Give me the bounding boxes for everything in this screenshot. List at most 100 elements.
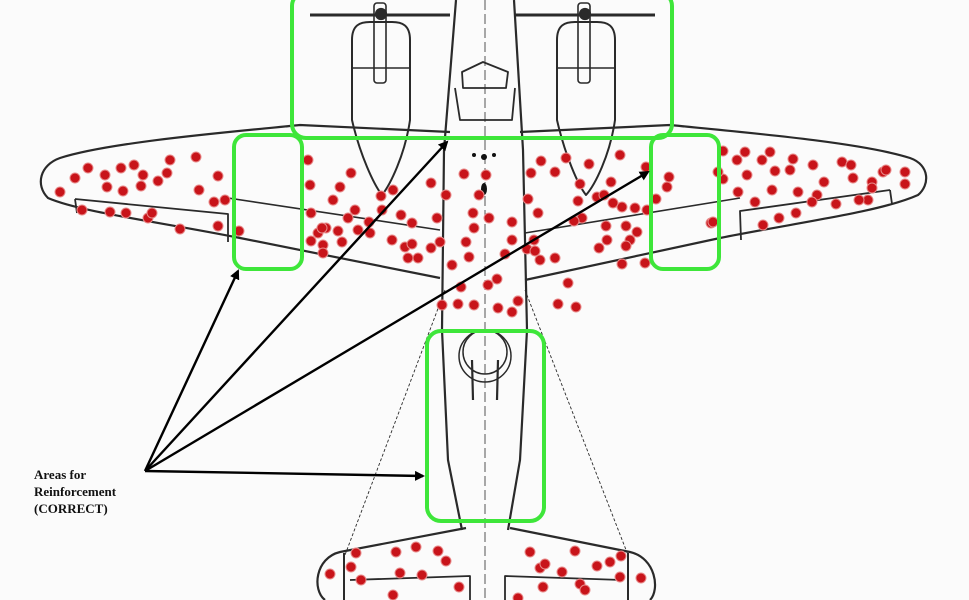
bullet-hole	[506, 306, 518, 318]
bullet-hole	[579, 584, 591, 596]
bullet-hole	[152, 175, 164, 187]
highlight-box-engines-and-cockpit	[290, 0, 674, 140]
bullet-hole	[386, 234, 398, 246]
bullet-hole	[425, 242, 437, 254]
bullet-hole	[836, 156, 848, 168]
bullet-hole	[463, 251, 475, 263]
bullet-hole	[345, 561, 357, 573]
right-flap	[739, 189, 893, 241]
bullet-hole	[556, 566, 568, 578]
bullet-hole	[731, 154, 743, 166]
bullet-hole	[436, 299, 448, 311]
bullet-hole	[749, 196, 761, 208]
bullet-hole	[899, 178, 911, 190]
bullet-hole	[562, 277, 574, 289]
bullet-hole	[512, 592, 524, 600]
bullet-hole	[574, 178, 586, 190]
bullet-hole	[440, 189, 452, 201]
cockpit	[454, 61, 516, 121]
bullet-hole	[104, 206, 116, 218]
bullet-hole	[440, 555, 452, 567]
bullet-hole	[82, 162, 94, 174]
bullet-hole	[402, 252, 414, 264]
bullet-hole	[406, 217, 418, 229]
bullet-holes	[54, 145, 911, 600]
bullet-hole	[807, 159, 819, 171]
bullet-hole	[376, 204, 388, 216]
bullet-hole	[614, 149, 626, 161]
bullet-hole	[830, 198, 842, 210]
bullet-hole	[739, 146, 751, 158]
bullet-hole	[137, 169, 149, 181]
bullet-hole	[355, 574, 367, 586]
bullet-hole	[452, 298, 464, 310]
bullet-hole	[635, 572, 647, 584]
bullet-hole	[512, 295, 524, 307]
bullet-hole	[387, 184, 399, 196]
bullet-hole	[350, 547, 362, 559]
bullet-hole	[607, 197, 619, 209]
bullet-hole	[412, 252, 424, 264]
bullet-hole	[525, 167, 537, 179]
annotation-line-2: Reinforcement	[34, 484, 117, 499]
bullet-hole	[769, 165, 781, 177]
bullet-hole	[593, 242, 605, 254]
bullet-hole	[101, 181, 113, 193]
bullet-hole	[707, 216, 719, 228]
airframe-outline	[39, 0, 928, 600]
bullet-hole	[208, 196, 220, 208]
bullet-hole	[756, 154, 768, 166]
bullet-hole	[54, 186, 66, 198]
bullet-hole	[304, 179, 316, 191]
bullet-hole	[316, 222, 328, 234]
right-wing	[519, 123, 928, 282]
bullet-hole	[529, 245, 541, 257]
bullet-hole	[534, 254, 546, 266]
bullet-hole	[773, 212, 785, 224]
bullet-hole	[732, 186, 744, 198]
bullet-hole	[394, 567, 406, 579]
bullet-hole	[349, 204, 361, 216]
bullet-hole	[614, 571, 626, 583]
bullet-hole	[406, 238, 418, 250]
bullet-hole	[537, 581, 549, 593]
arrow-2	[144, 140, 449, 472]
bullet-hole	[524, 546, 536, 558]
highlight-box-rear-fuselage	[425, 329, 546, 523]
bullet-hole	[482, 279, 494, 291]
bullet-hole	[434, 236, 446, 248]
bullet-hole	[570, 301, 582, 313]
bullet-hole	[845, 159, 857, 171]
pointer-arrows	[143, 140, 650, 481]
bullet-hole	[583, 158, 595, 170]
bullet-hole	[605, 176, 617, 188]
bullet-hole	[416, 569, 428, 581]
bullet-hole	[446, 259, 458, 271]
bullet-hole	[853, 194, 865, 206]
bullet-hole	[818, 176, 830, 188]
bullet-hole	[99, 169, 111, 181]
bullet-hole	[458, 168, 470, 180]
bullet-hole	[506, 216, 518, 228]
bullet-hole	[766, 184, 778, 196]
bullet-hole	[453, 581, 465, 593]
bullet-hole	[631, 226, 643, 238]
bullet-hole	[480, 169, 492, 181]
bullet-hole	[302, 154, 314, 166]
bullet-hole	[468, 222, 480, 234]
bullet-hole	[620, 220, 632, 232]
bullet-hole	[549, 166, 561, 178]
bullet-hole	[757, 219, 769, 231]
bullet-hole	[342, 212, 354, 224]
bullet-hole	[219, 194, 231, 206]
bullet-hole	[334, 181, 346, 193]
bullet-hole	[345, 167, 357, 179]
arrow-1	[143, 269, 240, 472]
bullet-hole	[552, 298, 564, 310]
bullet-hole	[806, 196, 818, 208]
bullet-hole	[146, 207, 158, 219]
arrow-3	[144, 170, 650, 473]
reinforcement-annotation: Areas for Reinforcement (CORRECT)	[34, 466, 116, 517]
bullet-hole	[161, 167, 173, 179]
bullet-hole	[305, 235, 317, 247]
